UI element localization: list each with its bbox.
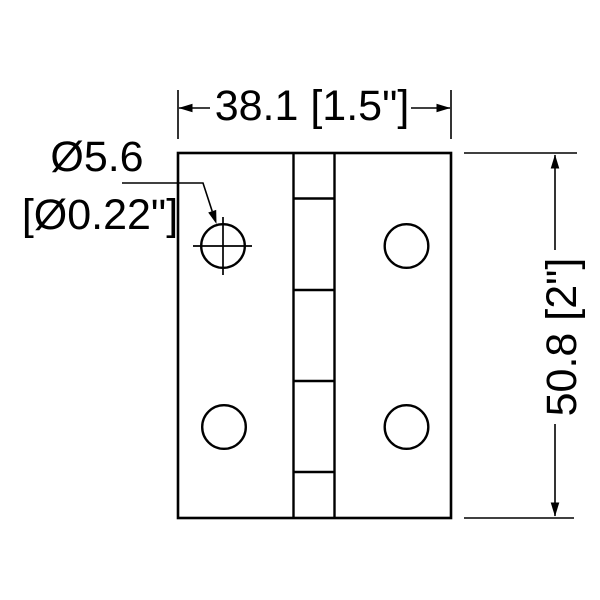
hole-diameter-label-line1: Ø5.6 bbox=[50, 133, 143, 181]
hinge-leaf-outline bbox=[176, 151, 453, 520]
leader-arrow-icon bbox=[208, 209, 217, 224]
arrow-left-icon bbox=[178, 103, 193, 113]
height-dimension-label: 50.8 [2"] bbox=[538, 258, 586, 417]
width-dimension-label: 38.1 [1.5"] bbox=[215, 82, 410, 130]
width-dimension: 38.1 [1.5"] bbox=[177, 82, 452, 139]
arrow-up-icon bbox=[550, 154, 560, 169]
screw-hole-bottom-right bbox=[383, 404, 430, 451]
screw-hole-bottom-left bbox=[200, 404, 247, 451]
leader-line bbox=[122, 182, 213, 212]
arrow-down-icon bbox=[550, 502, 560, 517]
screw-hole-top-right bbox=[383, 222, 430, 269]
height-dimension: 50.8 [2"] bbox=[464, 152, 586, 519]
arrow-right-icon bbox=[436, 103, 451, 113]
hinge-body bbox=[176, 151, 453, 520]
hole-diameter-label-line2: [Ø0.22"] bbox=[22, 191, 178, 239]
hole-diameter-callout: Ø5.6 [Ø0.22"] bbox=[22, 133, 217, 239]
